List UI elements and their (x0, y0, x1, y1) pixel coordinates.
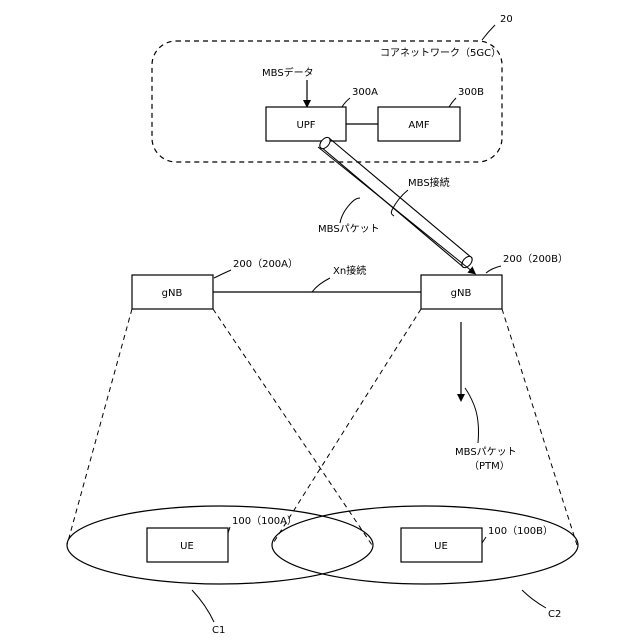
ue-a-ref: 100（100A） (232, 515, 297, 527)
gnb-a-label: gNB (162, 288, 183, 299)
cell-c1-label: C1 (212, 625, 225, 636)
core-network-label: コアネットワーク（5GC） (380, 47, 501, 59)
figure-number: 20 (500, 14, 513, 25)
upf-ref: 300A (352, 87, 378, 98)
gnb-b-ref-leader (486, 266, 501, 273)
mbs-connection-label: MBS接続 (408, 176, 450, 189)
mbs-data-label: MBSデータ (262, 66, 314, 79)
ptm-label-line2: （PTM） (469, 460, 510, 472)
mbs-packet-label: MBSパケット (318, 223, 380, 235)
ue-b-ref: 100（100B） (488, 525, 553, 537)
amf-label: AMF (408, 120, 429, 131)
upf-label: UPF (296, 120, 315, 131)
xn-label: Xn接続 (333, 264, 366, 277)
gnb-a-ref-leader (214, 270, 231, 278)
gnb-b-ref: 200（200B） (503, 253, 568, 265)
amf-ref: 300B (458, 87, 484, 98)
xn-leader (312, 278, 330, 292)
amf-ref-leader (449, 98, 456, 107)
gnb-b-label: gNB (451, 288, 472, 299)
ptm-leader (465, 388, 479, 443)
upf-ref-leader (342, 98, 350, 107)
cell-c1-leader (192, 590, 214, 622)
ue-b-label: UE (434, 541, 448, 552)
coverage-lines (67, 309, 577, 545)
gnb-a-ref: 200（200A） (233, 258, 298, 270)
ptm-label-line1: MBSパケット (455, 446, 517, 458)
ue-a-label: UE (180, 541, 194, 552)
cell-c2-label: C2 (548, 609, 561, 620)
figure-number-leader (482, 25, 495, 40)
mbs-packet-arrow (318, 147, 473, 272)
cell-c2-leader (522, 590, 546, 608)
mbs-packet-leader (340, 198, 360, 223)
ue-b-ref-leader (482, 537, 486, 543)
mbs-connection-leader (391, 190, 408, 216)
